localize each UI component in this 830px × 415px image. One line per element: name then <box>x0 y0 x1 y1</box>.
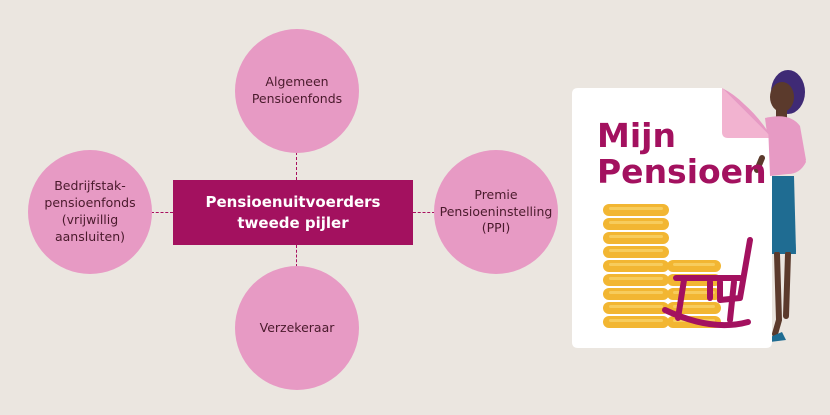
coin-highlight <box>609 263 663 266</box>
connector-bottom <box>296 245 297 267</box>
coin-highlight <box>673 263 715 266</box>
center-pensioenuitvoerders: Pensioenuitvoerders tweede pijler <box>173 180 413 245</box>
connector-right <box>413 212 435 213</box>
node-algemeen-pensioenfonds: Algemeen Pensioenfonds <box>235 29 359 153</box>
coin-highlight <box>609 249 663 252</box>
node-verzekeraar: Verzekeraar <box>235 266 359 390</box>
rocking-chair-icon <box>662 237 753 329</box>
document-title: Mijn Pensioen <box>597 116 767 191</box>
node-premie-pensioeninstelling: Premie Pensioeninstelling (PPI) <box>434 150 558 274</box>
node-bedrijfstakpensioenfonds: Bedrijfstak- pensioenfonds (vrijwillig a… <box>28 150 152 274</box>
coin-highlight <box>609 319 663 322</box>
connector-top <box>296 152 297 180</box>
coin-highlight <box>609 221 663 224</box>
coin-highlight <box>609 207 663 210</box>
coin-highlight <box>609 277 663 280</box>
coin-highlight <box>609 291 663 294</box>
coin-highlight <box>609 235 663 238</box>
coin-highlight <box>609 305 663 308</box>
coin-highlight <box>673 305 715 308</box>
connector-left <box>151 212 173 213</box>
